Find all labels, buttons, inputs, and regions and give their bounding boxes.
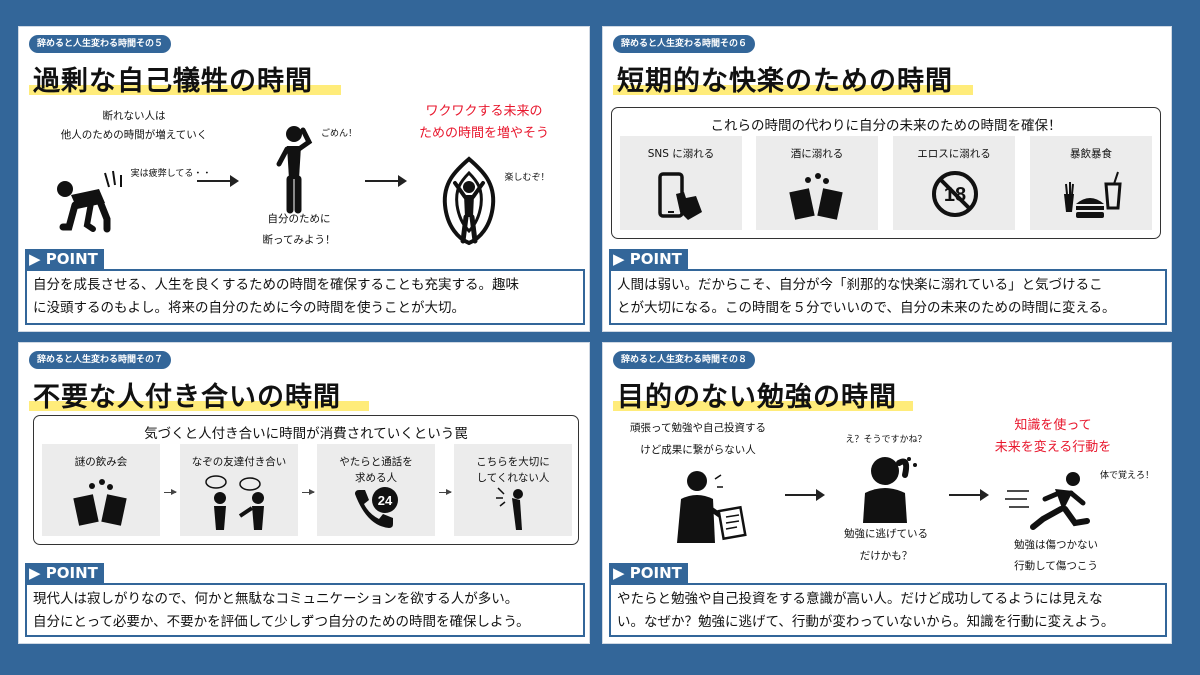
card-label: 謎の飲み会 xyxy=(74,456,128,468)
phone-badge: 24 xyxy=(378,493,393,508)
title-highlight xyxy=(613,401,913,411)
studying-person-icon xyxy=(677,471,747,543)
example-frame: 気づくと人付き合いに時間が消費されていくという罠 謎の飲み会 なぞの友達付き合い… xyxy=(33,415,579,545)
card-sns: SNS に溺れる xyxy=(620,136,742,230)
card-phone-calls: やたらと通話を 求める人 24 xyxy=(317,444,435,536)
card-binge: 暴飲暴食 xyxy=(1030,136,1152,230)
panel-tag: 辞めると人生変わる時間その５ xyxy=(29,35,172,53)
caption-red: ワクワクする未来の xyxy=(425,104,543,119)
card-label: エロスに溺れる xyxy=(917,148,991,160)
caption: 断れない人は xyxy=(102,110,166,122)
excited-person-flame-icon xyxy=(442,156,496,246)
panel-title: 不要な人付き合いの時間 xyxy=(33,382,341,413)
panel-6: 辞めると人生変わる時間その６ 短期的な快楽のための時間 これらの時間の代わりに自… xyxy=(602,26,1172,332)
fast-food-icon xyxy=(1064,171,1122,218)
note: 実は疲弊してる・・ xyxy=(130,169,212,179)
arrow-right-icon xyxy=(949,489,989,501)
dejected-person-icon xyxy=(496,487,523,530)
panel-7: 辞めると人生変わる時間その７ 不要な人付き合いの時間 気づくと人付き合いに時間が… xyxy=(18,342,590,644)
point-box: 現代人は寂しがりなので、何かと無駄なコミュニケーションを欲する人が多い。 自分に… xyxy=(25,583,585,637)
caption: 断ってみよう！ xyxy=(262,234,336,246)
beer-mugs-icon xyxy=(789,173,843,220)
panel-tag: 辞めると人生変わる時間その８ xyxy=(613,351,756,369)
title-highlight xyxy=(613,85,973,95)
note: ごめん！ xyxy=(320,129,357,139)
caption: 自分のために xyxy=(267,213,331,225)
running-person-icon xyxy=(1005,472,1090,530)
card-friends: なぞの友達付き合い xyxy=(180,444,298,536)
point-label: ▶ POINT xyxy=(609,563,688,583)
arrow-right-icon xyxy=(197,175,239,187)
example-frame: これらの時間の代わりに自分の未来のための時間を確保！ SNS に溺れる 酒に溺れ… xyxy=(611,107,1161,239)
caption: 勉強は傷つかない xyxy=(1014,539,1098,551)
point-text-line: 現代人は寂しがりなので、何かと無駄なコミュニケーションを欲する人が多い。 xyxy=(33,591,519,607)
point-label-text: POINT xyxy=(629,564,682,582)
card-label: 暴飲暴食 xyxy=(1070,148,1112,160)
caption-red: 知識を使って xyxy=(1014,418,1092,433)
caption: 他人のための時間が増えていく xyxy=(60,129,208,141)
no-under-18-icon: 18 xyxy=(932,171,978,217)
point-box: やたらと勉強や自己投資をする意識が高い人。だけど成功してるようには見えな い。な… xyxy=(609,583,1167,637)
caption-red: 未来を変える行動を xyxy=(994,440,1112,455)
point-text-line: に没頭するのもよし。将来の自分のために今の時間を使うことが大切。 xyxy=(33,300,465,316)
card-eros: エロスに溺れる 18 xyxy=(893,136,1015,230)
panel-tag: 辞めると人生変わる時間その７ xyxy=(29,351,172,369)
panel-8: 辞めると人生変わる時間その８ 目的のない勉強の時間 頑張って勉強や自己投資する … xyxy=(602,342,1172,644)
troubled-person-icon xyxy=(863,457,917,523)
point-label-text: POINT xyxy=(629,250,682,268)
panel-title: 目的のない勉強の時間 xyxy=(617,382,897,413)
beer-mugs-icon xyxy=(73,479,127,526)
title-highlight xyxy=(29,401,369,411)
point-label: ▶ POINT xyxy=(25,249,104,269)
note: 楽しむぞ！ xyxy=(504,173,550,183)
note: 体で覚えろ！ xyxy=(1099,471,1154,481)
point-label-text: POINT xyxy=(45,250,98,268)
caption-red: ための時間を増やそう xyxy=(418,126,549,141)
caption: だけかも？ xyxy=(859,550,913,562)
caption: 頑張って勉強や自己投資する xyxy=(630,422,766,434)
panel-tag: 辞めると人生変わる時間その６ xyxy=(613,35,756,53)
frame-heading: 気づくと人付き合いに時間が消費されていくという罠 xyxy=(144,426,468,442)
apologizing-person-icon xyxy=(276,126,313,214)
point-box: 人間は弱い。だからこそ、自分が今「刹那的な快楽に溺れている」と気づけるこ とが大… xyxy=(609,269,1167,325)
point-box: 自分を成長させる、人生を良くするための時間を確保することも充実する。趣味 に没頭… xyxy=(25,269,585,325)
card-label: なぞの友達付き合い xyxy=(191,456,287,468)
card-label: やたらと通話を 求める人 xyxy=(339,456,413,484)
point-text-line: 自分にとって必要か、不要かを評価して少しずつ自分のための時間を確保しよう。 xyxy=(33,614,530,630)
panel-title: 短期的な快楽のための時間 xyxy=(617,66,953,97)
caption: けど成果に繋がらない人 xyxy=(640,444,756,456)
phone-24-icon: 24 xyxy=(355,487,398,528)
frame-heading: これらの時間の代わりに自分の未来のための時間を確保！ xyxy=(710,118,1062,134)
card-alcohol: 酒に溺れる xyxy=(756,136,878,230)
arrow-right-icon xyxy=(302,489,315,495)
panel-title: 過剰な自己犠牲の時間 xyxy=(33,66,313,97)
point-text-line: 自分を成長させる、人生を良くするための時間を確保することも充実する。趣味 xyxy=(33,277,519,293)
panel-5: 辞めると人生変わる時間その５ 過剰な自己犠牲の時間 断れない人は 他人のための時… xyxy=(18,26,590,332)
point-text-line: 人間は弱い。だからこそ、自分が今「刹那的な快楽に溺れている」と気づけるこ xyxy=(617,277,1103,293)
point-text-line: とが大切になる。この時間を５分でいいので、自分の未来のための時間に変える。 xyxy=(617,300,1116,316)
title-highlight xyxy=(29,85,341,95)
arrow-right-icon xyxy=(439,489,452,495)
two-people-talking-icon xyxy=(205,475,264,530)
smartphone-tap-icon xyxy=(658,172,702,220)
point-label-text: POINT xyxy=(45,564,98,582)
arrow-right-icon xyxy=(785,489,825,501)
arrow-right-icon xyxy=(164,489,177,495)
card-label: 酒に溺れる xyxy=(790,148,844,160)
card-label: こちらを大切に してくれない人 xyxy=(476,456,550,484)
card-drinking-party: 謎の飲み会 xyxy=(42,444,160,536)
point-text-line: い。なぜか？勉強に逃げて、行動が変わっていないから。知識を行動に変えよう。 xyxy=(617,614,1115,630)
point-label: ▶ POINT xyxy=(609,249,688,269)
caption: 行動して傷つこう xyxy=(1014,560,1098,572)
arrow-right-icon xyxy=(365,175,407,187)
caption: 勉強に逃げている xyxy=(844,528,928,540)
point-text-line: やたらと勉強や自己投資をする意識が高い人。だけど成功してるようには見えな xyxy=(617,591,1103,607)
card-label: SNS に溺れる xyxy=(647,148,715,160)
point-label: ▶ POINT xyxy=(25,563,104,583)
card-disrespect: こちらを大切に してくれない人 xyxy=(454,444,572,536)
note: え？そうですかね？ xyxy=(845,435,927,445)
exhausted-crawling-person-icon xyxy=(57,170,122,233)
